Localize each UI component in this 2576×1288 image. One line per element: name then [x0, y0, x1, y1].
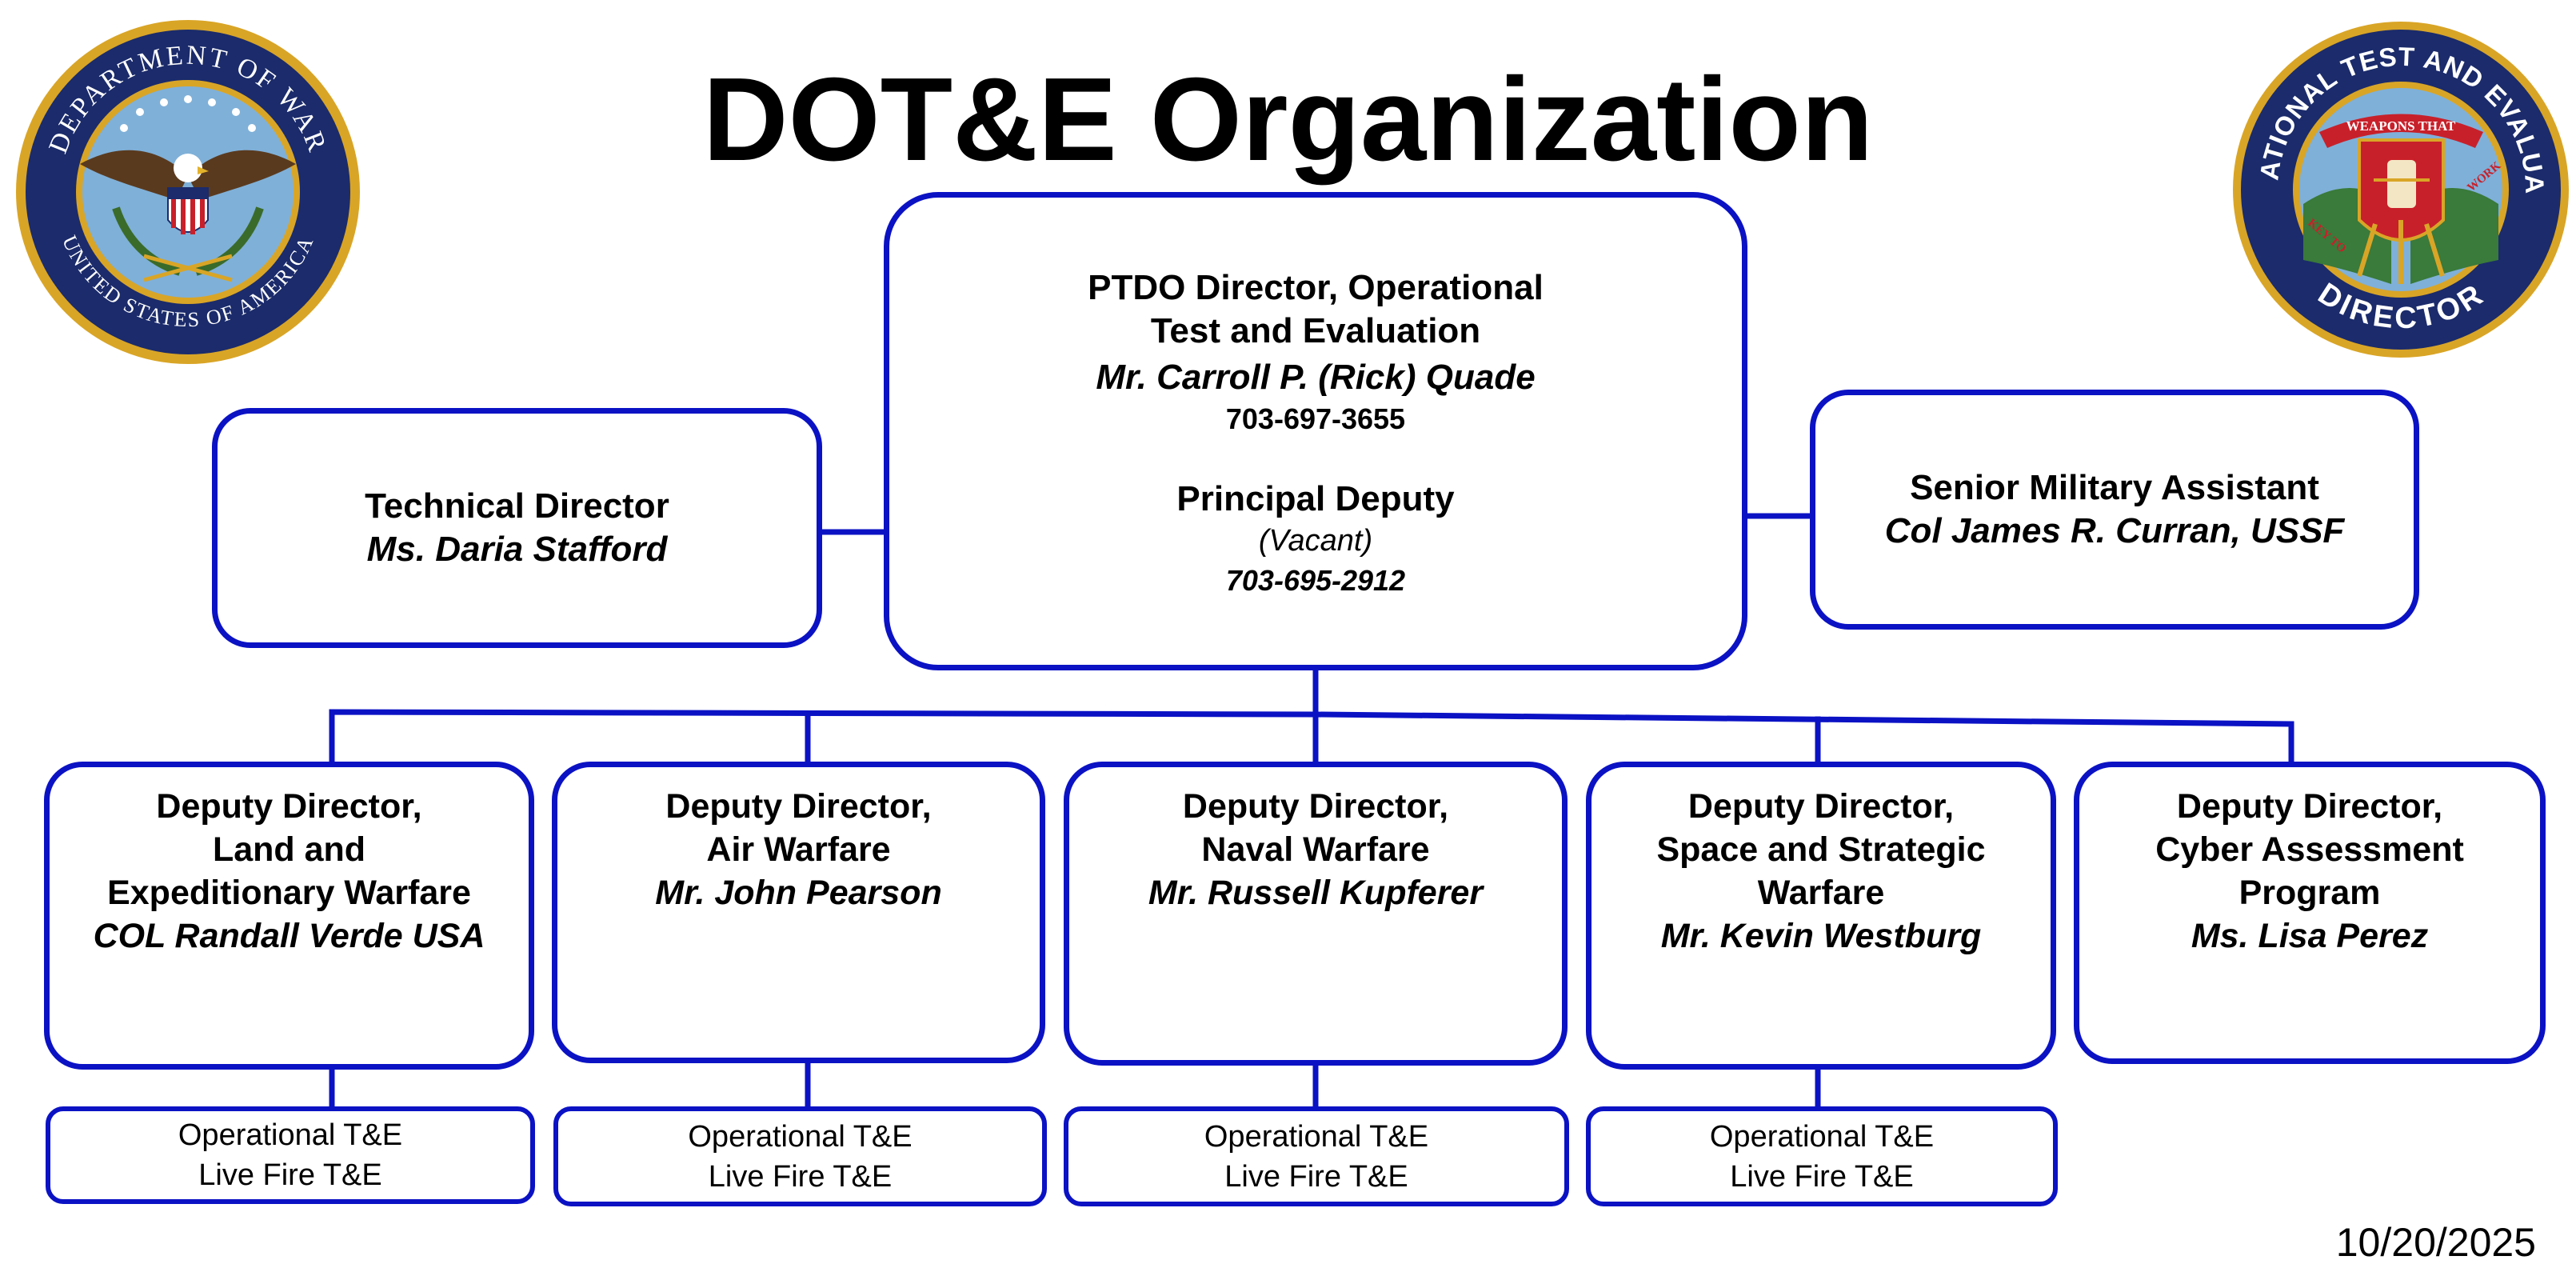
deputy-title-line: Deputy Director,	[1687, 787, 1955, 826]
director-name: Mr. Carroll P. (Rick) Quade	[1096, 358, 1536, 397]
te-box-naval: Operational T&E Live Fire T&E	[1064, 1106, 1569, 1206]
deputy-title-line: Expeditionary Warfare	[107, 874, 471, 912]
technical-director-title: Technical Director	[365, 486, 669, 526]
deputy-title-line: Deputy Director,	[2176, 787, 2443, 826]
deputy-name: Mr. John Pearson	[655, 874, 942, 912]
page-title: DOT&E Organization	[702, 54, 1874, 186]
te-live-fire: Live Fire T&E	[198, 1158, 382, 1192]
department-of-war-seal-icon: DEPARTMENT OF WAR UNITED STATES OF AMERI…	[16, 20, 360, 364]
te-live-fire: Live Fire T&E	[1224, 1159, 1408, 1194]
deputy-name: Mr. Russell Kupferer	[1148, 874, 1484, 912]
te-operational: Operational T&E	[178, 1118, 403, 1152]
director-phone: 703-697-3655	[1225, 402, 1406, 435]
deputy-title-line: Space and Strategic	[1656, 830, 1986, 869]
te-live-fire: Live Fire T&E	[1730, 1159, 1914, 1194]
deputy-title-line: Deputy Director,	[1182, 787, 1449, 826]
te-box-land: Operational T&E Live Fire T&E	[46, 1106, 535, 1204]
deputy-air-warfare-box: Deputy Director, Air Warfare Mr. John Pe…	[552, 762, 1045, 1063]
senior-military-assistant-title: Senior Military Assistant	[1910, 468, 2319, 507]
deputy-name: COL Randall Verde USA	[93, 917, 485, 955]
deputy-space-strategic-box: Deputy Director, Space and Strategic War…	[1586, 762, 2056, 1070]
te-operational: Operational T&E	[1204, 1119, 1429, 1154]
date-stamp: 10/20/2025	[2335, 1220, 2536, 1265]
director-title-line1: PTDO Director, Operational	[1088, 268, 1544, 307]
deputy-land-expeditionary-box: Deputy Director, Land and Expeditionary …	[44, 762, 534, 1070]
principal-deputy-title: Principal Deputy	[1176, 479, 1455, 518]
deputy-cyber-assessment-box: Deputy Director, Cyber Assessment Progra…	[2074, 762, 2546, 1064]
deputy-title-line: Deputy Director,	[665, 787, 932, 826]
technical-director-name: Ms. Daria Stafford	[366, 530, 668, 569]
deputy-title-line: Naval Warfare	[1201, 830, 1430, 869]
principal-deputy-phone: 703-695-2912	[1225, 564, 1406, 597]
te-box-space: Operational T&E Live Fire T&E	[1586, 1106, 2058, 1206]
deputy-name: Mr. Kevin Westburg	[1660, 917, 1982, 955]
technical-director-box: Technical Director Ms. Daria Stafford	[212, 408, 822, 648]
deputy-title-line: Warfare	[1757, 874, 1885, 912]
deputy-title-line: Land and	[212, 830, 366, 869]
te-live-fire: Live Fire T&E	[708, 1159, 893, 1194]
te-operational: Operational T&E	[688, 1119, 913, 1154]
deputy-title-line: Program	[2239, 874, 2381, 912]
deputy-name: Ms. Lisa Perez	[2191, 917, 2429, 955]
deputy-title-line: Air Warfare	[706, 830, 891, 869]
te-operational: Operational T&E	[1709, 1119, 1935, 1154]
director-title-line2: Test and Evaluation	[1150, 311, 1481, 350]
deputy-title-line: Deputy Director,	[156, 787, 422, 826]
senior-military-assistant-box: Senior Military Assistant Col James R. C…	[1810, 390, 2419, 630]
senior-military-assistant-name: Col James R. Curran, USSF	[1884, 511, 2345, 550]
principal-deputy-name: (Vacant)	[1258, 524, 1373, 558]
deputy-title-line: Cyber Assessment	[2155, 830, 2464, 869]
deputy-naval-warfare-box: Deputy Director, Naval Warfare Mr. Russe…	[1064, 762, 1568, 1066]
te-box-air: Operational T&E Live Fire T&E	[553, 1106, 1047, 1206]
director-box: PTDO Director, Operational Test and Eval…	[884, 192, 1747, 670]
seal-right-banner-text: WEAPONS THAT	[2346, 118, 2456, 134]
connector-deputy-bus	[329, 709, 2294, 767]
dote-seal-icon: WEAPONS THAT KEY TO WORK OPERATIONAL TES…	[2231, 20, 2569, 358]
